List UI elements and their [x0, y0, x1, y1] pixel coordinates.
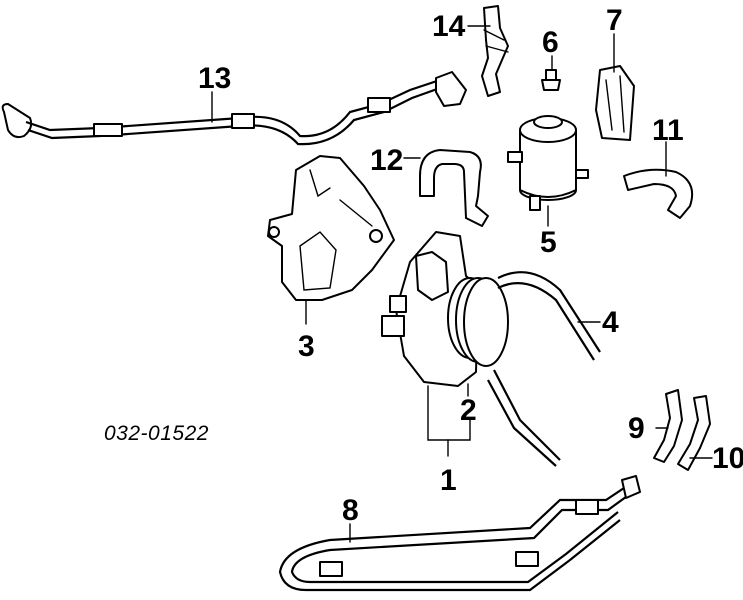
part-5-reservoir [507, 115, 589, 211]
part-11-hose [623, 168, 694, 219]
callout-3: 3 [298, 330, 315, 363]
callout-12: 12 [370, 144, 403, 177]
callout-5: 5 [540, 226, 557, 259]
callout-8: 8 [342, 494, 359, 527]
part-14-hose [481, 5, 509, 97]
callout-9: 9 [628, 412, 645, 445]
part-10-hose [677, 395, 711, 471]
callout-4: 4 [602, 306, 619, 339]
callout-7: 7 [606, 4, 623, 37]
leader-lines [211, 25, 713, 543]
part-4-belt [447, 271, 601, 467]
part-7-bracket [595, 65, 635, 141]
callout-13: 13 [198, 62, 231, 95]
part-9-hose [653, 389, 683, 463]
callout-1: 1 [440, 464, 457, 497]
callout-14: 14 [432, 10, 466, 43]
part-12-hose [419, 149, 489, 227]
callout-6: 6 [542, 26, 559, 59]
callout-11: 11 [652, 114, 684, 147]
callout-2: 2 [460, 394, 477, 427]
callout-labels: 13 14 6 7 11 12 5 3 4 2 1 9 10 8 [198, 4, 743, 527]
part-3-pump-bracket [267, 155, 395, 301]
diagram-code: 032-01522 [104, 422, 209, 445]
callout-10: 10 [712, 442, 743, 475]
part-8-cooler-lines [278, 475, 641, 592]
part-13-pressure-hose [1, 71, 467, 146]
part-6-reservoir-cap [541, 69, 561, 91]
